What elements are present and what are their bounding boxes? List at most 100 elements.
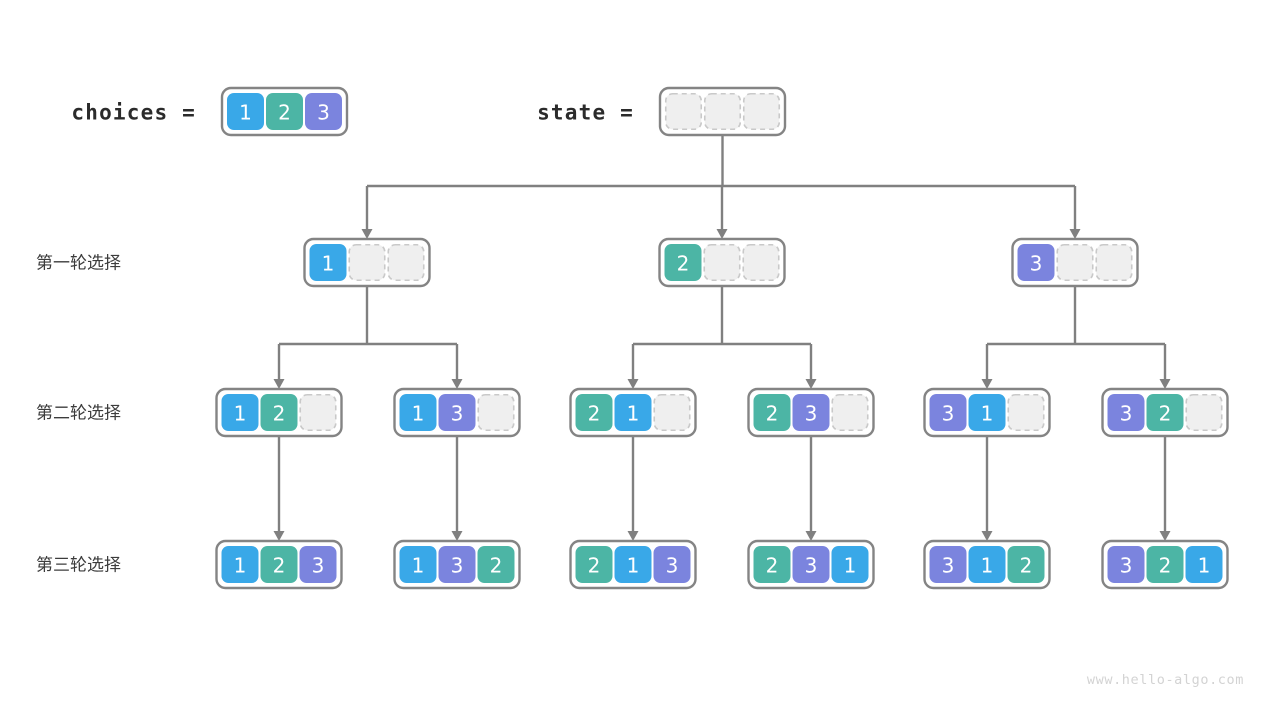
array-cell-filled <box>1107 394 1145 431</box>
row-label-2: 第二轮选择 <box>36 404 121 424</box>
array-cell-empty <box>742 243 780 282</box>
arrow-head <box>981 379 993 389</box>
array-cell-value: 1 <box>627 554 640 578</box>
array-cell-value: 2 <box>677 252 690 276</box>
array-cell-filled <box>438 394 476 431</box>
array-cell-filled <box>614 546 652 583</box>
array-cell-value: 3 <box>666 554 679 578</box>
array-cell-value: 3 <box>317 101 330 125</box>
arrow-head <box>361 229 373 239</box>
array-cell-filled <box>477 546 515 583</box>
array-cell-filled <box>299 546 337 583</box>
state-array-box <box>658 86 787 137</box>
array-cell-value: 3 <box>1120 402 1133 426</box>
array-cell-value: 1 <box>234 402 247 426</box>
array-cell-value: 2 <box>766 402 779 426</box>
array-cell-value: 1 <box>981 402 994 426</box>
array-cell-empty <box>742 92 781 131</box>
array-cell-empty <box>1185 393 1223 432</box>
array-cell-empty <box>653 393 691 432</box>
array-cell-filled <box>309 244 347 281</box>
state-node-l1-1: 1 <box>303 237 431 288</box>
array-cell-filled <box>575 546 613 583</box>
array-cell-value: 3 <box>942 554 955 578</box>
array-cell-filled <box>614 394 652 431</box>
array-cell-empty <box>348 243 386 282</box>
array-cell-filled <box>929 546 967 583</box>
array-cell-value: 1 <box>844 554 857 578</box>
array-cell-value: 3 <box>451 402 464 426</box>
array-cell-filled <box>753 394 791 431</box>
array-cell-empty <box>477 393 515 432</box>
array-cell-value: 3 <box>1030 252 1043 276</box>
arrow-head <box>805 379 817 389</box>
array-cell-value: 1 <box>412 402 425 426</box>
arrow-head <box>451 379 463 389</box>
array-cell-filled <box>968 546 1006 583</box>
array-cell-filled <box>260 546 298 583</box>
labels-layer: choices =state =第一轮选择第二轮选择第三轮选择www.hello… <box>36 101 1244 689</box>
array-cell-empty <box>664 92 703 131</box>
array-cell-filled <box>305 93 342 130</box>
array-cell-filled <box>575 394 613 431</box>
arrow-head <box>1069 229 1081 239</box>
arrow-head <box>627 531 639 541</box>
array-cell-value: 2 <box>1020 554 1033 578</box>
state-node-l1-2: 2 <box>658 237 786 288</box>
array-cell-empty <box>1007 393 1045 432</box>
array-cell-filled <box>792 546 830 583</box>
array-cell-empty <box>387 243 425 282</box>
row-label-3: 第三轮选择 <box>36 556 121 576</box>
array-cell-value: 1 <box>234 554 247 578</box>
array-cell-filled <box>260 394 298 431</box>
array-cell-value: 2 <box>1159 554 1172 578</box>
array-cell-filled <box>664 244 702 281</box>
array-cell-value: 2 <box>490 554 503 578</box>
array-cell-value: 3 <box>942 402 955 426</box>
array-cell-empty <box>1095 243 1133 282</box>
array-cell-value: 3 <box>805 554 818 578</box>
arrow-head <box>981 531 993 541</box>
tree-edges-layer <box>273 135 1171 541</box>
array-cell-value: 1 <box>239 101 252 125</box>
array-cell-filled <box>831 546 869 583</box>
array-cell-value: 3 <box>1120 554 1133 578</box>
array-cell-filled <box>1107 546 1145 583</box>
array-cell-value: 3 <box>805 402 818 426</box>
state-node-l1-3: 3 <box>1011 237 1139 288</box>
array-cell-value: 3 <box>451 554 464 578</box>
choices-array-box: 1 2 3 <box>220 86 349 137</box>
array-cell-empty <box>703 92 742 131</box>
array-cell-filled <box>929 394 967 431</box>
array-cell-value: 1 <box>322 252 335 276</box>
array-cell-filled <box>792 394 830 431</box>
array-cell-value: 1 <box>412 554 425 578</box>
array-cell-value: 2 <box>273 402 286 426</box>
array-cell-filled <box>653 546 691 583</box>
array-cell-value: 1 <box>627 402 640 426</box>
watermark: www.hello-algo.com <box>1087 672 1244 688</box>
arrow-head <box>627 379 639 389</box>
array-cell-value: 2 <box>1159 402 1172 426</box>
arrow-head <box>716 229 728 239</box>
array-cell-value: 2 <box>278 101 291 125</box>
array-cell-filled <box>266 93 303 130</box>
arrow-head <box>273 531 285 541</box>
array-cell-filled <box>1146 546 1184 583</box>
array-cell-filled <box>399 394 437 431</box>
row-label-1: 第一轮选择 <box>36 254 121 274</box>
array-cell-value: 2 <box>766 554 779 578</box>
array-cell-filled <box>1017 244 1055 281</box>
array-cell-value: 3 <box>312 554 325 578</box>
array-cell-empty <box>703 243 741 282</box>
